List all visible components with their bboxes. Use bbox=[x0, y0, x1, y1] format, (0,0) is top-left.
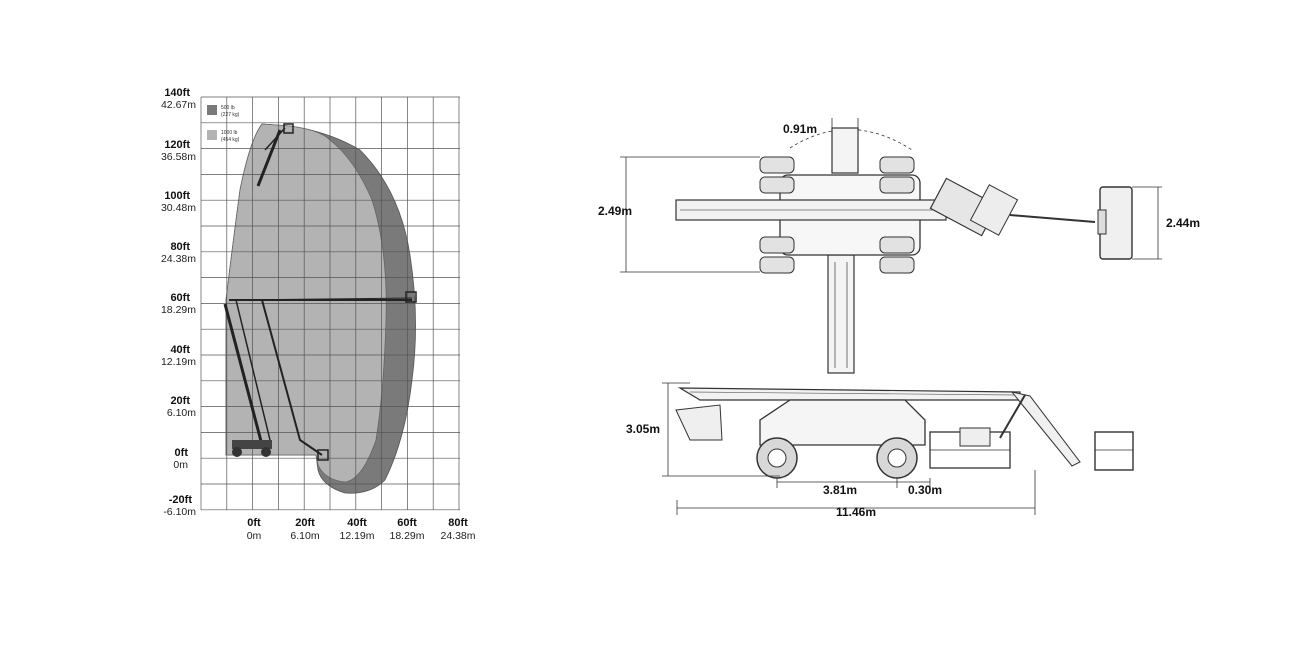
envelope-1000lb bbox=[225, 123, 387, 483]
y-tick-20: 20ft bbox=[170, 395, 190, 407]
y-tick-120: 120ft bbox=[164, 139, 190, 151]
plan-view-drawing: 0.91m 2.49m 2.44m bbox=[598, 118, 1200, 374]
chassis-side bbox=[759, 399, 926, 446]
legend-500lb-line1: 500 lb bbox=[221, 105, 235, 111]
dim-rear-overhang: 0.30m bbox=[908, 483, 942, 497]
x-tick-0-m: 0m bbox=[247, 530, 262, 542]
x-tick-20-m: 6.10m bbox=[290, 530, 319, 542]
legend-swatch-1000lb bbox=[207, 130, 217, 140]
dim-width: 2.49m bbox=[598, 204, 632, 218]
dim-platform-width: 2.44m bbox=[1166, 216, 1200, 230]
dim-stowed-length: 11.46m bbox=[836, 505, 876, 519]
boom-silhouettes bbox=[223, 127, 413, 456]
x-tick-40: 40ft bbox=[347, 517, 367, 529]
dim-wheelbase: 3.81m bbox=[823, 483, 857, 497]
x-axis-labels: 0ft 0m 20ft 6.10m 40ft 12.19m 60ft 18.29… bbox=[247, 517, 476, 542]
y-tick-40-m: 12.19m bbox=[161, 356, 196, 368]
y-tick-20-m: 6.10m bbox=[167, 407, 196, 419]
y-tick-40: 40ft bbox=[170, 344, 190, 356]
y-tick-140-m: 42.67m bbox=[161, 99, 196, 111]
y-tick-100: 100ft bbox=[164, 190, 190, 202]
machine-base bbox=[232, 123, 417, 461]
y-tick-0: 0ft bbox=[175, 447, 189, 459]
x-tick-0: 0ft bbox=[247, 517, 261, 529]
y-tick-60-m: 18.29m bbox=[161, 304, 196, 316]
legend-500lb-line2: (227 kg) bbox=[221, 112, 240, 118]
chart-grid bbox=[200, 96, 460, 511]
x-tick-60-m: 18.29m bbox=[389, 530, 424, 542]
platform-side bbox=[1094, 431, 1134, 471]
y-axis-labels: 140ft 42.67m 120ft 36.58m 100ft 30.48m 8… bbox=[161, 87, 196, 518]
legend-swatch-500lb bbox=[207, 105, 217, 115]
wheels-top bbox=[759, 156, 915, 274]
x-tick-40-m: 12.19m bbox=[339, 530, 374, 542]
swing-boom-stowed bbox=[827, 254, 855, 374]
y-tick-neg20-m: -6.10m bbox=[163, 506, 196, 518]
y-tick-80: 80ft bbox=[170, 241, 190, 253]
x-tick-80-m: 24.38m bbox=[440, 530, 475, 542]
y-tick-120-m: 36.58m bbox=[161, 151, 196, 163]
chart-legend: 500 lb (227 kg) 1000 lb (454 kg) bbox=[207, 105, 240, 143]
y-tick-neg20: -20ft bbox=[169, 494, 193, 506]
y-tick-0-m: 0m bbox=[173, 459, 188, 471]
x-tick-60: 60ft bbox=[397, 517, 417, 529]
y-tick-60: 60ft bbox=[170, 292, 190, 304]
main-boom-side bbox=[677, 387, 1021, 401]
working-range-chart: 500 lb (227 kg) 1000 lb (454 kg) 140ft 4… bbox=[161, 87, 476, 542]
side-view-drawing: 3.05m 3.81m 0.30m 11.46m bbox=[626, 382, 1134, 519]
y-tick-80-m: 24.38m bbox=[161, 253, 196, 265]
legend-1000lb-line2: (454 kg) bbox=[221, 137, 240, 143]
dim-stowed-height: 3.05m bbox=[626, 422, 660, 436]
y-tick-100-m: 30.48m bbox=[161, 202, 196, 214]
y-tick-140: 140ft bbox=[164, 87, 190, 99]
legend-1000lb-line1: 1000 lb bbox=[221, 130, 238, 136]
dim-top-reach: 0.91m bbox=[783, 122, 817, 136]
x-tick-80: 80ft bbox=[448, 517, 468, 529]
x-tick-20: 20ft bbox=[295, 517, 315, 529]
